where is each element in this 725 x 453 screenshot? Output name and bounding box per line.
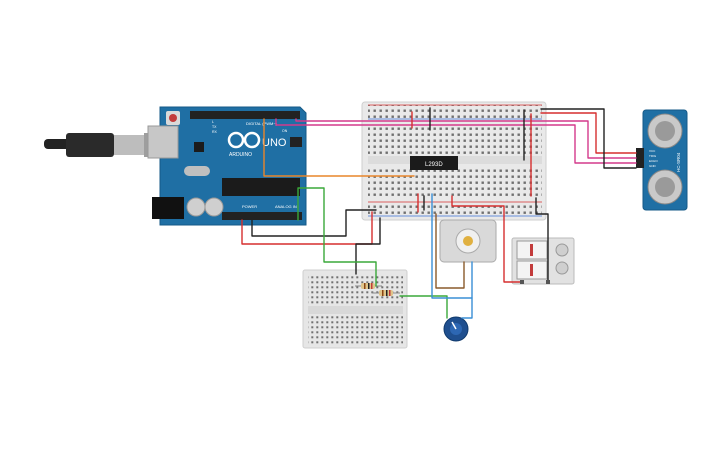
on-label: ON xyxy=(282,129,288,133)
sensor-pin-trig: TRIG xyxy=(649,154,657,158)
arduino-logo xyxy=(227,131,261,149)
resistor-1[interactable] xyxy=(355,283,382,289)
wire-blue-pot[interactable] xyxy=(461,297,473,319)
l293d-chip-label: L293D xyxy=(425,162,443,168)
small-breadboard-channel xyxy=(308,306,403,314)
relay-module[interactable] xyxy=(511,237,575,285)
wire-black-power[interactable] xyxy=(251,209,377,237)
ultrasonic-label: HC-SR04 xyxy=(676,152,681,172)
atmega-chip xyxy=(222,178,300,196)
arduino-logo-text: ARDUINO xyxy=(229,152,252,158)
resistor-2[interactable] xyxy=(372,290,400,296)
usb-port xyxy=(147,125,179,159)
wire-black-relay[interactable] xyxy=(535,197,549,283)
dc-motor[interactable] xyxy=(439,219,497,263)
wire-green-analog[interactable] xyxy=(297,187,377,287)
sensor-pin-gnd: GND xyxy=(649,164,657,168)
power-analog-header xyxy=(222,212,302,220)
ultrasonic-sensor[interactable]: HC-SR04 VCC TRIG ECHO GND xyxy=(636,109,688,211)
wire-green-pot[interactable] xyxy=(399,295,448,319)
potentiometer[interactable] xyxy=(443,316,469,342)
wire-red-sensor-vcc[interactable] xyxy=(540,112,637,154)
rx-label: RX xyxy=(212,130,218,134)
wire-black-small-bb[interactable] xyxy=(355,217,381,275)
capacitor-2 xyxy=(204,197,224,217)
power-header-label: POWER xyxy=(242,204,257,209)
small-breadboard[interactable] xyxy=(302,269,408,349)
wire-brown-motor[interactable] xyxy=(435,213,465,289)
l-label: L xyxy=(212,120,214,124)
small-chip xyxy=(194,142,204,152)
top-terminal-strip[interactable] xyxy=(368,124,542,154)
bottom-power-rail[interactable] xyxy=(368,202,542,216)
wire-endpoints xyxy=(520,280,550,284)
reset-button-cap[interactable] xyxy=(169,114,177,122)
digital-header-label: DIGITAL (PWM~) xyxy=(246,121,278,126)
small-breadboard-bottom-strip[interactable] xyxy=(308,314,403,344)
wire-magenta-trig[interactable] xyxy=(275,118,637,164)
icsp-header xyxy=(290,137,302,147)
crystal xyxy=(184,166,210,176)
capacitor-1 xyxy=(186,197,206,217)
l293d-chip[interactable]: L293D xyxy=(410,156,458,170)
sensor-pin-echo: ECHO xyxy=(649,159,658,163)
digital-header xyxy=(190,111,300,119)
sensor-pin-vcc: VCC xyxy=(649,149,656,153)
arduino-model-text: UNO xyxy=(262,137,287,149)
wire-blue-motor[interactable] xyxy=(431,211,473,299)
bottom-terminal-strip[interactable] xyxy=(368,166,542,198)
wire-red-power[interactable] xyxy=(241,211,373,245)
usb-cable xyxy=(44,133,164,157)
wire-orange[interactable] xyxy=(263,118,415,177)
wire-red-relay[interactable] xyxy=(451,195,523,283)
top-power-rail[interactable] xyxy=(368,105,542,119)
wire-black-sensor-gnd[interactable] xyxy=(540,108,637,169)
tx-label: TX xyxy=(212,125,217,129)
power-jack xyxy=(152,197,184,219)
arduino-board[interactable]: ARDUINO UNO DIGITAL (PWM~) POWER ANALOG … xyxy=(147,106,307,226)
analog-header-label: ANALOG IN xyxy=(275,204,297,209)
wire-magenta-echo[interactable] xyxy=(295,118,637,159)
